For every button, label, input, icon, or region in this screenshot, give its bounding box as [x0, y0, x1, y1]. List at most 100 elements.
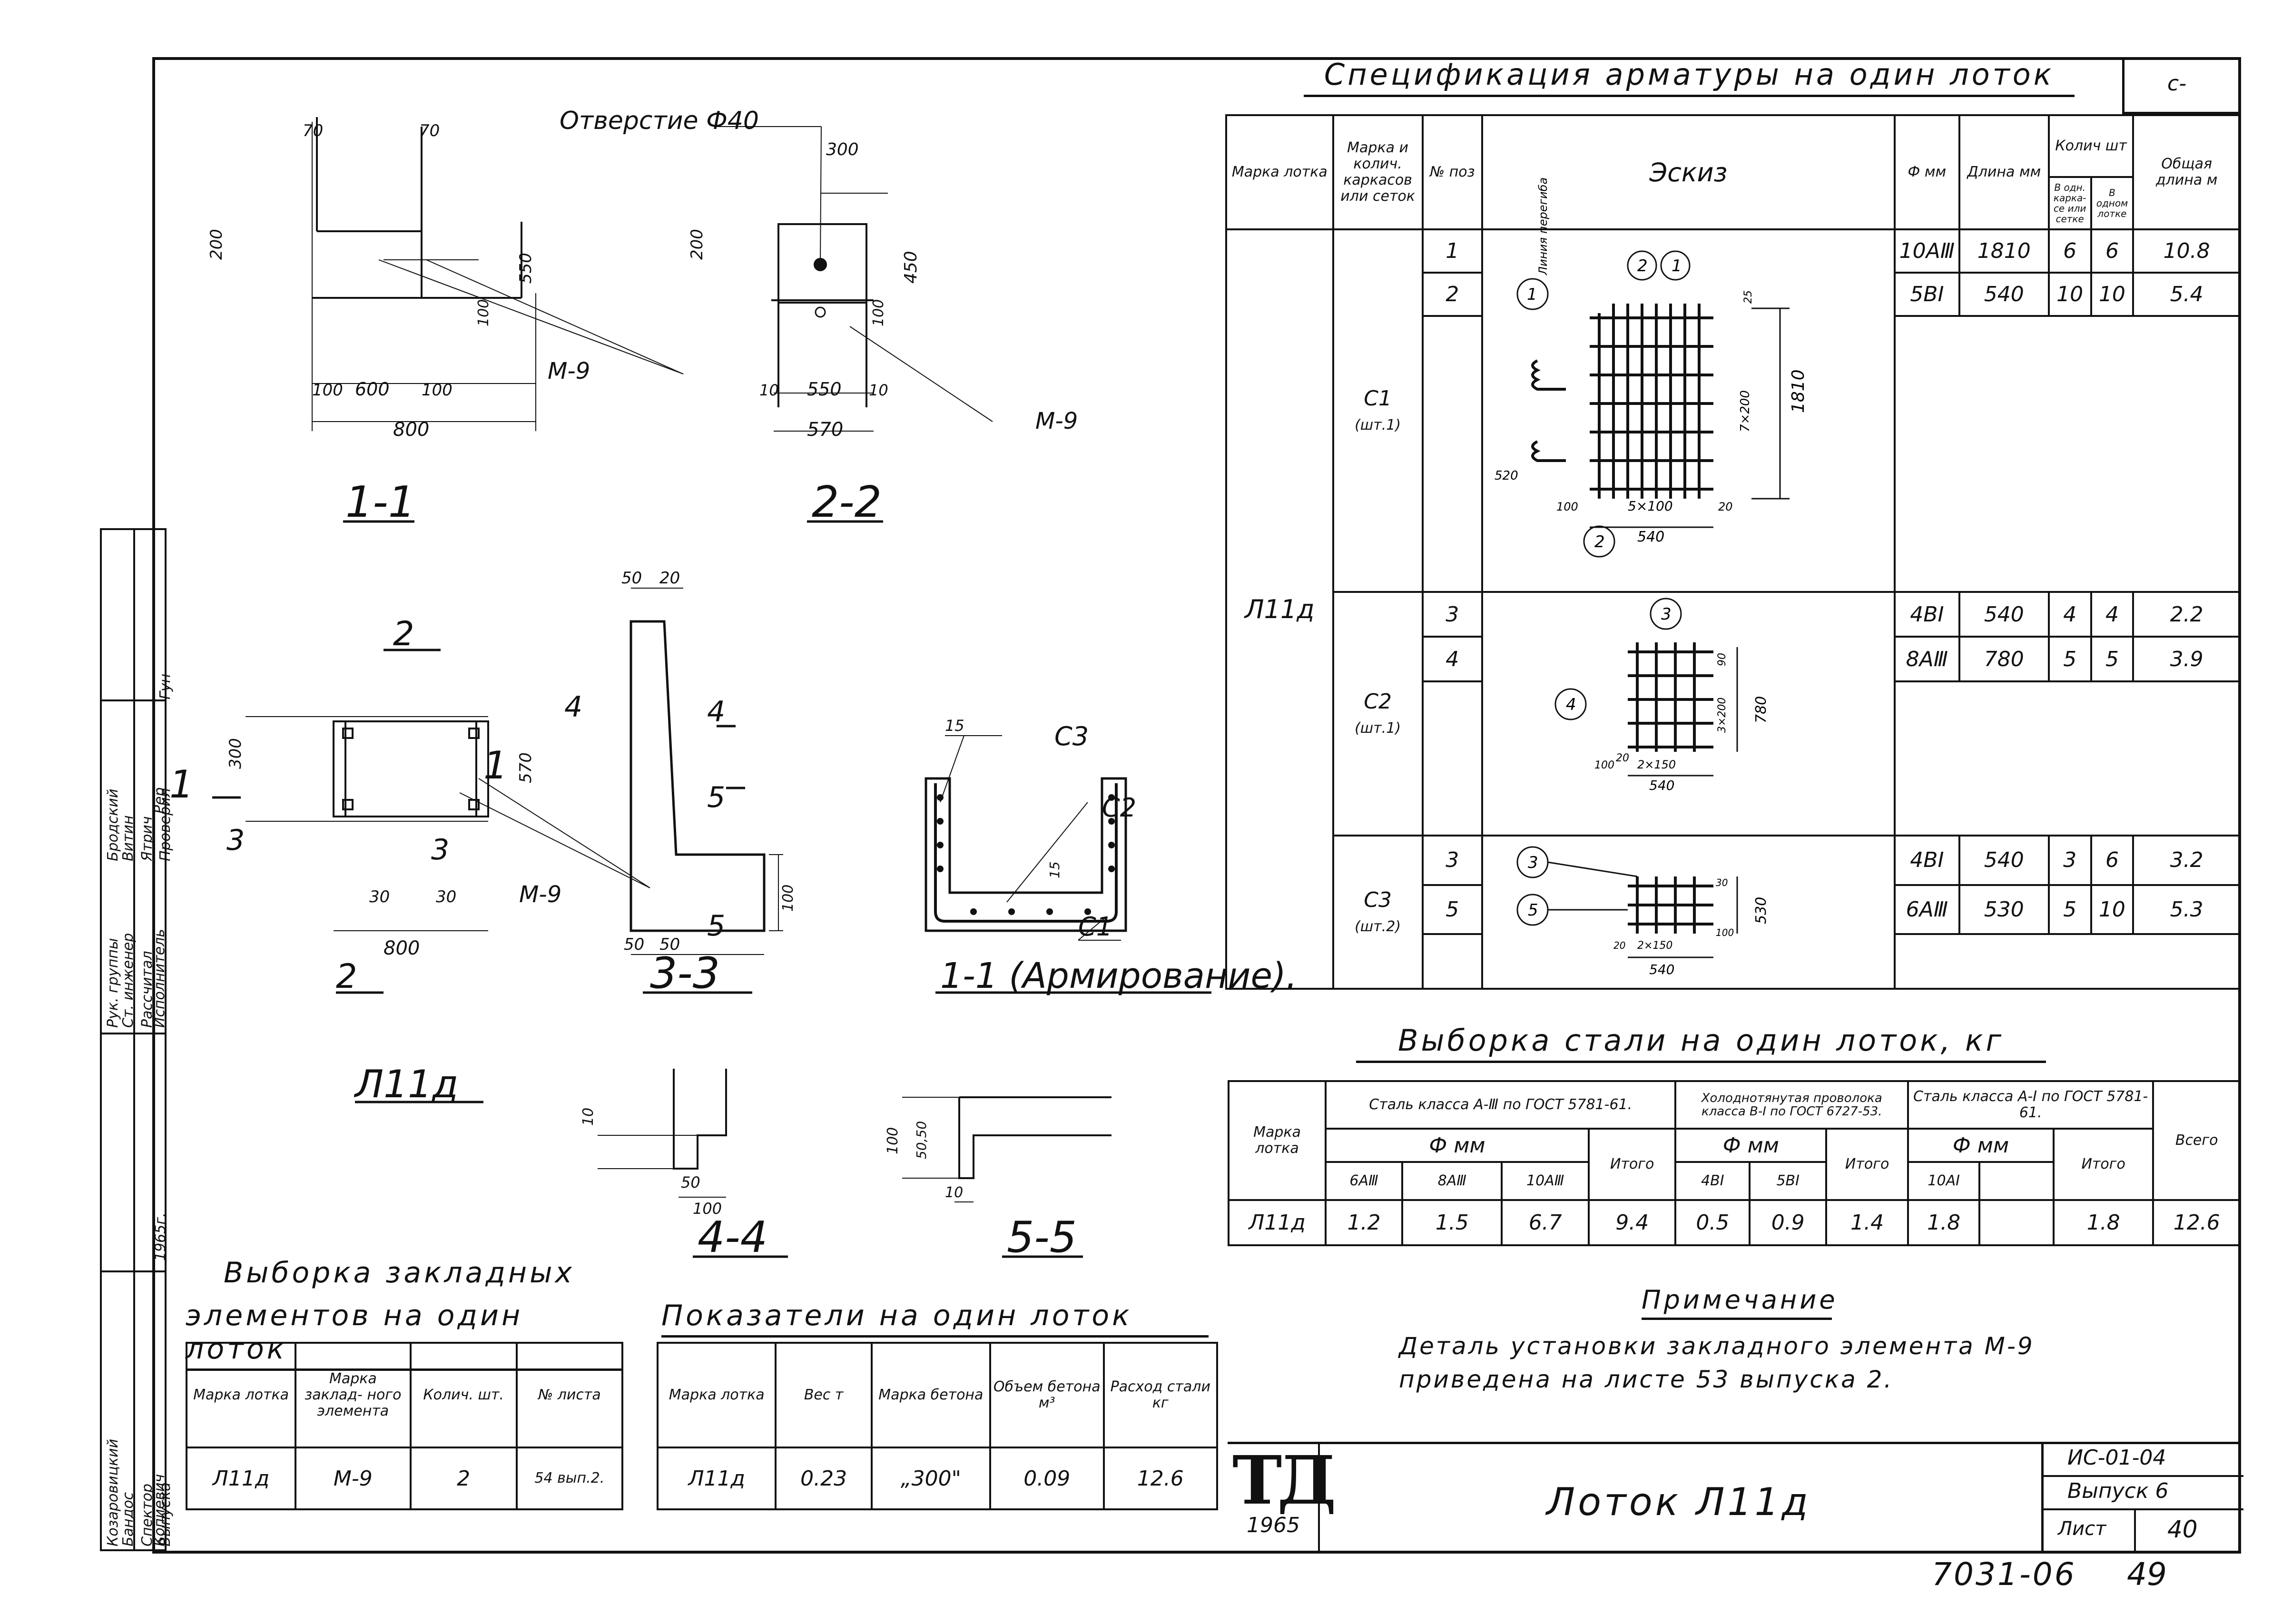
- dim-10-b: 10: [869, 381, 888, 399]
- dim-15-a: 15: [945, 717, 964, 735]
- section-arm-shape: [925, 777, 1127, 932]
- cut-marker-1: 1: [169, 762, 194, 807]
- spec-dia: 8АⅢ: [1893, 636, 1960, 683]
- spec-dia: 5ВI: [1893, 271, 1960, 317]
- ind-cell: Л11д: [656, 1447, 777, 1510]
- c1-dim-g: 20: [1718, 500, 1733, 513]
- corner-mark: с-: [2167, 71, 2187, 96]
- steel-col: 10АI: [1907, 1161, 1981, 1201]
- stamp-role-1: Рук. группы: [105, 938, 121, 1028]
- c1-dim-a: 5×100: [1628, 498, 1673, 514]
- spec-dia: 6АⅢ: [1893, 884, 1960, 935]
- group-count: (шт.2): [1355, 918, 1401, 935]
- c2-dim-a: 2×150: [1637, 758, 1676, 771]
- ind-cell: 0.23: [775, 1447, 873, 1510]
- emb-cell: М-9: [295, 1447, 412, 1510]
- c3-dim-c: 530: [1753, 897, 1770, 924]
- dim-800-a: 800: [393, 419, 429, 441]
- steel-h-itogo-a1: Итого: [2053, 1128, 2154, 1201]
- dim-30-b: 30: [436, 887, 456, 906]
- steel-cell: 0.9: [1749, 1199, 1828, 1246]
- footer-page: 49: [2127, 1556, 2167, 1593]
- indicators-table: Марка лотка Вес т Марка бетона Объем бет…: [656, 1342, 1219, 1510]
- dim-100-a: 100: [475, 299, 492, 326]
- dim-100-f: 100: [693, 1200, 722, 1218]
- group-count: (шт.1): [1355, 417, 1401, 433]
- sheet-label: Лист: [2058, 1518, 2106, 1540]
- stamp-role-2: Ст. инженер: [120, 933, 137, 1028]
- dim-200-a: 200: [207, 229, 226, 260]
- c1-dim-b: 540: [1637, 529, 1664, 545]
- spec-pos: 1: [1421, 228, 1483, 274]
- emb-cell: 54 вып.2.: [515, 1447, 624, 1510]
- c2-dim-b: 540: [1649, 778, 1674, 793]
- spec-h-mark: Марка лотка: [1225, 114, 1334, 230]
- dim-10-c: 10: [580, 1108, 597, 1126]
- group-name: С3: [1364, 888, 1392, 912]
- drawing-title: Лоток Л11д: [1546, 1480, 1811, 1524]
- cut-marker-3: 3: [226, 824, 245, 857]
- dim-100-c: 100: [422, 381, 452, 400]
- sketch-c3: 3 5 2×150 540 530 100 20 30: [1481, 835, 1896, 990]
- spec-h-frames: Марка и колич. каркасов или сеток: [1332, 114, 1424, 230]
- footer-code: 7031-06: [1932, 1556, 2076, 1593]
- steel-col: 8АⅢ: [1401, 1161, 1503, 1201]
- emb-h: Марка заклад- ного элемента: [295, 1342, 412, 1448]
- sheet-no: 40: [2167, 1516, 2198, 1543]
- sketch-c1: 1 2 1 2 Линия перегиба 5×100 540 1810 7×…: [1481, 177, 1896, 593]
- c3-callout: С3: [1054, 721, 1089, 751]
- c3-dim-d: 100: [1716, 927, 1734, 938]
- dim-570-b: 570: [516, 752, 535, 783]
- spec-h-dia: Ф мм: [1893, 114, 1960, 230]
- spec-empty: [1421, 315, 1483, 593]
- spec-total: 5.4: [2132, 271, 2241, 317]
- spec-length: 780: [1958, 636, 2050, 683]
- dim-50-a: 50: [621, 569, 642, 588]
- steel-col: 4ВI: [1674, 1161, 1751, 1201]
- steel-cell: 1.4: [1825, 1199, 1909, 1246]
- ind-h: Вес т: [775, 1342, 873, 1448]
- steel-col: 5ВI: [1749, 1161, 1828, 1201]
- spec-total: 3.9: [2132, 636, 2241, 683]
- spec-pos: 4: [1421, 636, 1483, 683]
- spec-h-qty-tray: В одном лотке: [2090, 176, 2134, 230]
- steel-h-dia-a1: Ф мм: [1907, 1128, 2055, 1163]
- plan-view-shape: [333, 720, 489, 817]
- section-5-5-shape: [958, 1096, 1111, 1179]
- spec-dia: 4ВI: [1893, 591, 1960, 638]
- spec-empty: [1893, 933, 2242, 990]
- svg-text:3: 3: [1528, 853, 1538, 872]
- steel-cell: [1978, 1199, 2055, 1246]
- section-1-1-shape: [312, 117, 522, 299]
- sketch-c3-drawing: 3 5 2×150 540 530 100 20 30: [1516, 846, 1770, 977]
- dim-800-b: 800: [384, 937, 420, 959]
- indicators-title: Показатели на один лоток: [661, 1299, 1209, 1338]
- spec-total: 5.3: [2132, 884, 2241, 935]
- steel-h-mark: Марка лотка: [1228, 1080, 1327, 1201]
- spec-empty: [1893, 315, 2242, 593]
- note-title: Примечание: [1642, 1285, 1835, 1320]
- spec-length: 530: [1958, 884, 2050, 935]
- spec-length: 540: [1958, 835, 2050, 886]
- spec-pos: 5: [1421, 884, 1483, 935]
- cut-marker-2b: 2: [336, 957, 357, 996]
- c1-dim-f: 520: [1495, 469, 1518, 483]
- section-label-4-4: 4-4: [698, 1212, 767, 1262]
- spec-q1: 5: [2047, 636, 2092, 683]
- sheet-code: ИС-01-04: [2067, 1446, 2166, 1470]
- spec-total: 2.2: [2132, 591, 2241, 638]
- stamp-name-1: Бродский: [105, 788, 121, 861]
- svg-text:4: 4: [1566, 695, 1576, 714]
- cut-marker-4b: 4: [707, 695, 725, 728]
- spec-q2: 10: [2090, 271, 2134, 317]
- cut-marker-3b: 3: [431, 833, 449, 866]
- spec-h-pos: № поз: [1421, 114, 1483, 230]
- drawing-views: 1-1 2-2 3-3 4-4 5-5 1-1 (Армирование). Л…: [169, 107, 1297, 1262]
- svg-text:1: 1: [1672, 256, 1682, 276]
- plan-label: Л11д: [354, 1062, 458, 1106]
- steel-h-b1: Холоднотянутая проволока класса В-I по Г…: [1674, 1080, 1909, 1130]
- section-label-3-3: 3-3: [650, 948, 720, 998]
- spec-q2: 6: [2090, 835, 2134, 886]
- emb-cell: Л11д: [185, 1447, 297, 1510]
- ind-h: Объем бетона м³: [989, 1342, 1105, 1448]
